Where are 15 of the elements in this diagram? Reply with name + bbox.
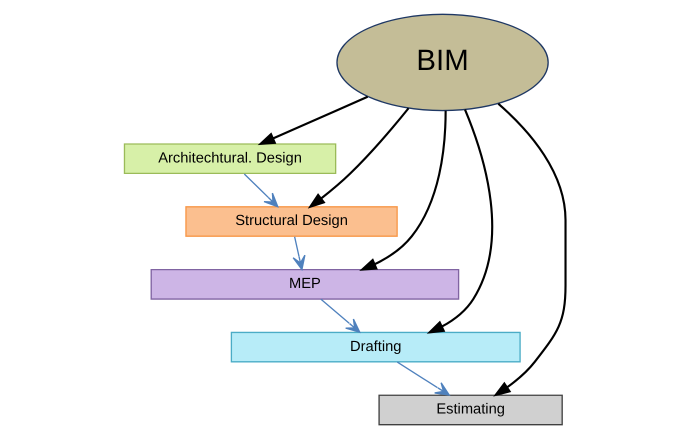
- node-ellipse: BIM: [336, 13, 548, 111]
- node-box: MEP: [150, 268, 459, 300]
- arrow: [396, 361, 450, 396]
- arrow: [292, 236, 306, 270]
- arrow: [307, 107, 409, 208]
- arrow: [257, 95, 368, 145]
- arrow: [358, 110, 446, 270]
- arrow: [492, 102, 566, 396]
- arrow: [243, 173, 278, 207]
- node-box: Architechtural. Design: [123, 142, 336, 174]
- arrow: [426, 108, 493, 334]
- node-box: Drafting: [230, 331, 520, 362]
- node-box: Structural Design: [184, 206, 398, 236]
- arrow: [320, 298, 360, 332]
- node-box: Estimating: [378, 394, 562, 425]
